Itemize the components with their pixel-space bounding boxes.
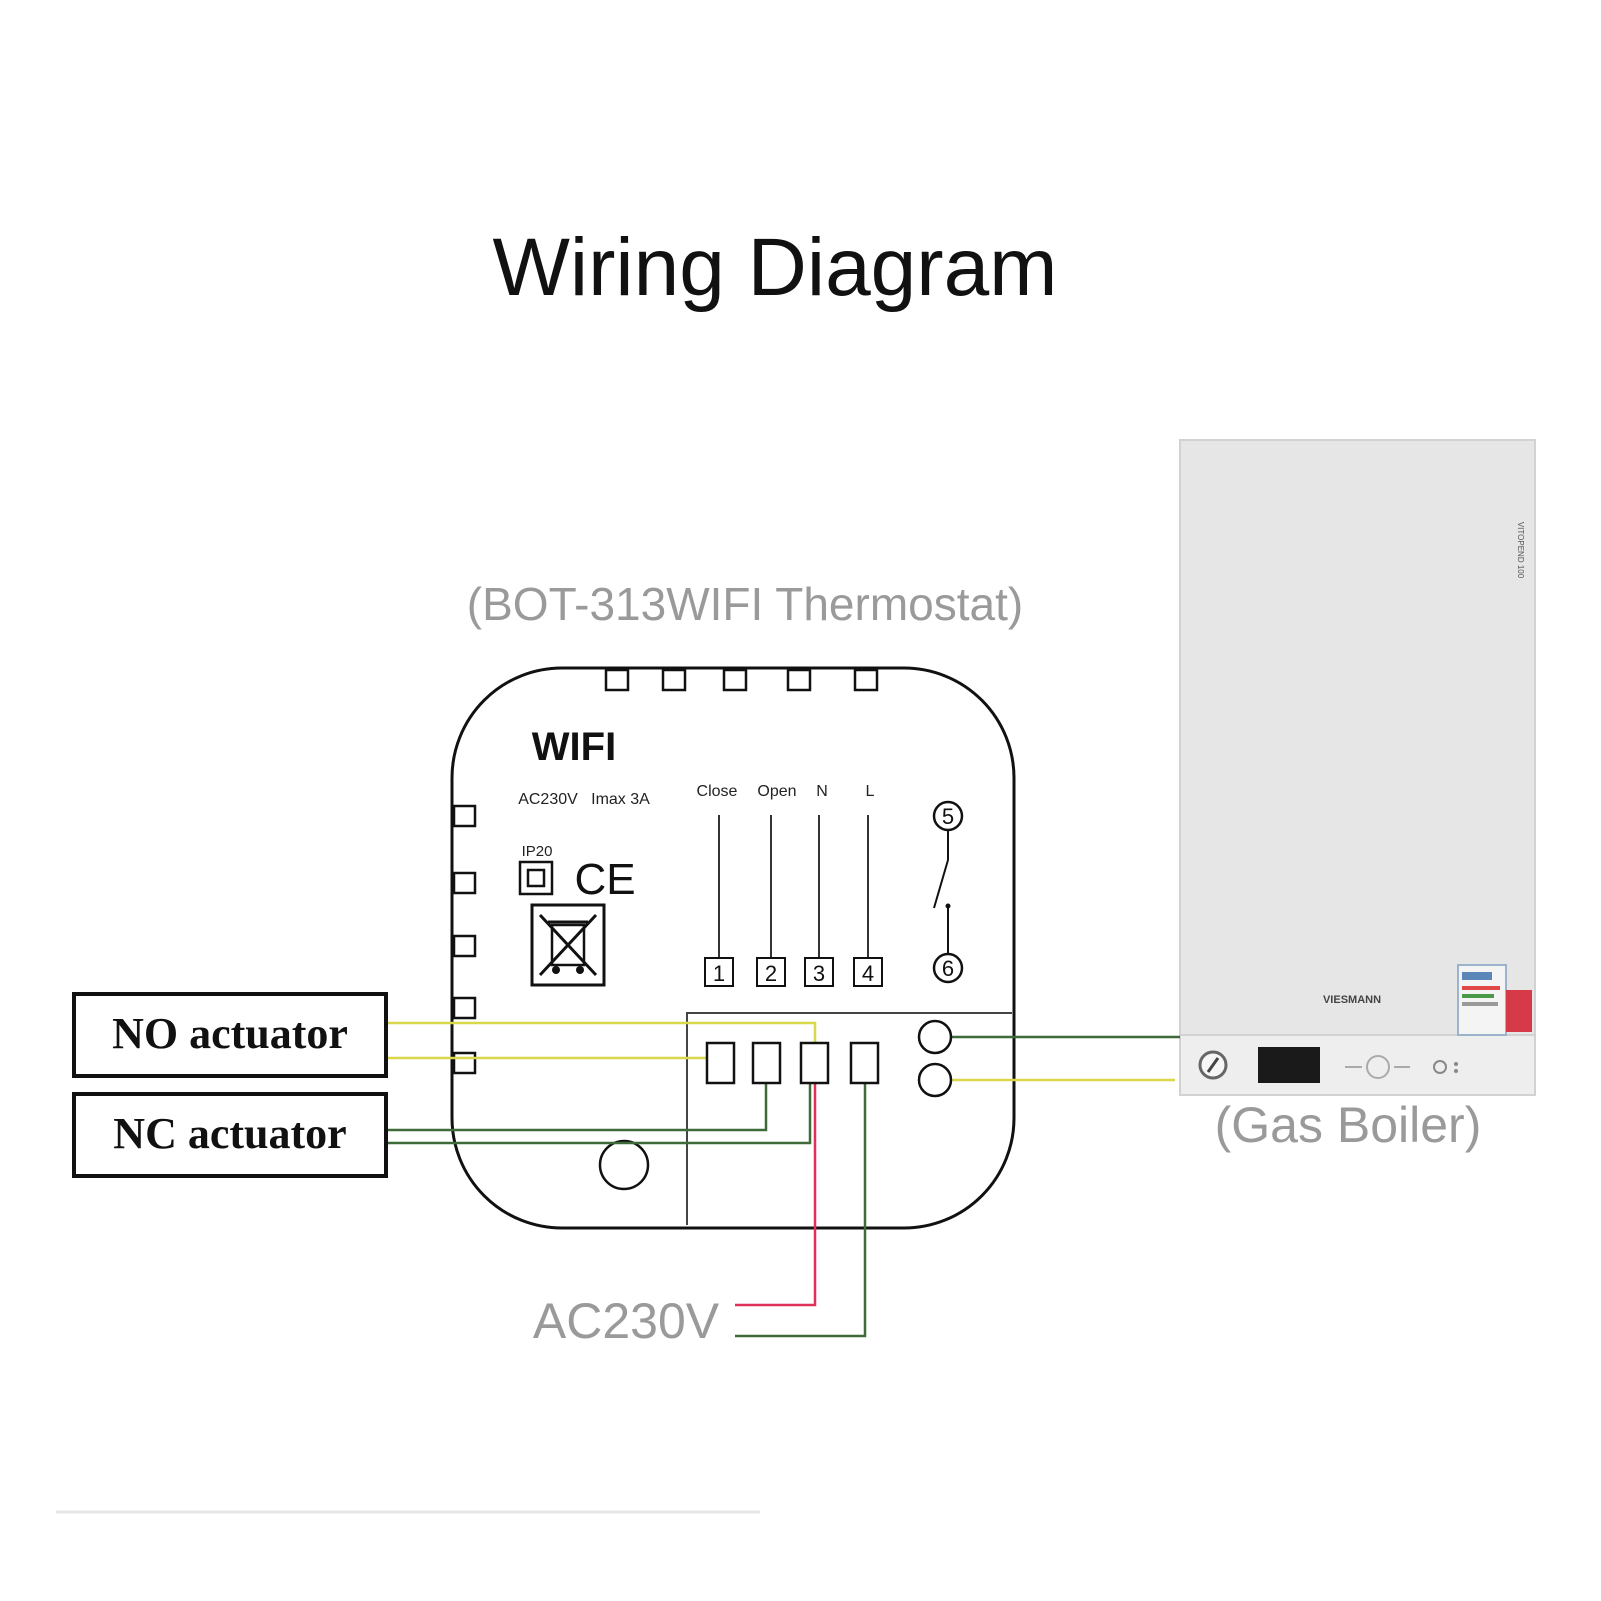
terminal-number-2: 2 <box>765 961 777 986</box>
boiler-side-text: VITOPEND 100 <box>1516 522 1525 579</box>
boiler-caption: (Gas Boiler) <box>1215 1097 1482 1153</box>
thermostat-body <box>450 666 1016 1230</box>
boiler-knob-icon <box>1366 1055 1390 1079</box>
terminal-header-l: L <box>866 783 875 800</box>
no-actuator-box <box>72 992 388 1078</box>
contact-number-6: 6 <box>942 956 954 981</box>
no-actuator-label: NO actuator <box>112 1009 348 1058</box>
diagram-title: Wiring Diagram <box>493 222 1058 313</box>
relay-contact-switch <box>932 800 964 984</box>
terminal-header-n: N <box>816 783 828 800</box>
ce-mark: CE <box>574 855 635 904</box>
contact-number-5: 5 <box>942 804 954 829</box>
gas-boiler: VITOPEND 100 VIESMANN <box>1179 439 1536 1096</box>
boiler-control-panel <box>1198 1047 1458 1083</box>
terminal-number-1: 1 <box>713 961 725 986</box>
terminal-number-4: 4 <box>862 961 874 986</box>
terminal-blocks <box>705 1019 953 1098</box>
weee-bin-icon <box>530 903 606 987</box>
wire-nc-actuator-1 <box>386 1078 768 1132</box>
thermostat-caption: (BOT-313WIFI Thermostat) <box>467 578 1023 630</box>
wire-nc-actuator-2 <box>386 1078 812 1145</box>
wire-power-neutral <box>735 1078 867 1338</box>
ip-rating-label: IP20 <box>522 843 553 860</box>
terminal-number-boxes <box>704 957 883 987</box>
terminal-header-close: Close <box>697 783 738 800</box>
boiler-sticker <box>1457 964 1532 1036</box>
rating-label: AC230V Imax 3A <box>518 791 650 808</box>
double-insulation-icon <box>518 860 554 896</box>
boiler-display <box>1258 1047 1320 1083</box>
wires <box>386 1021 1180 1338</box>
nc-actuator-box <box>72 1092 388 1178</box>
wire-no-actuator-1 <box>386 1021 817 1048</box>
power-label: AC230V <box>533 1293 720 1349</box>
nc-actuator-label: NC actuator <box>113 1109 346 1158</box>
thermostat-bottom-button <box>598 1139 650 1191</box>
wire-power-live <box>735 1078 817 1307</box>
terminal-number-3: 3 <box>813 961 825 986</box>
terminal-header-open: Open <box>757 783 796 800</box>
wifi-label: WIFI <box>532 725 616 769</box>
boiler-brand: VIESMANN <box>1323 994 1381 1006</box>
